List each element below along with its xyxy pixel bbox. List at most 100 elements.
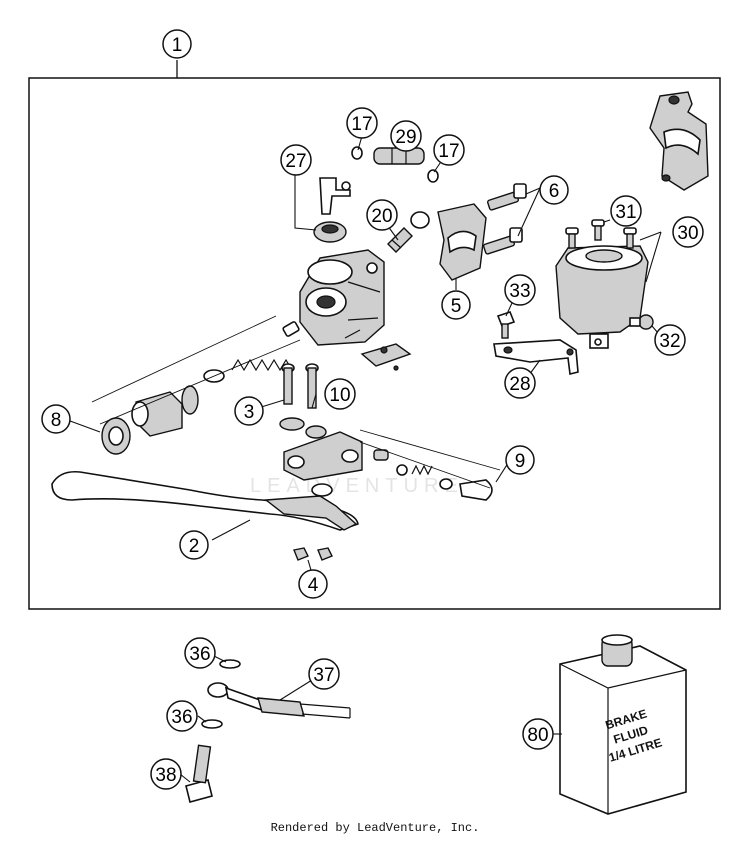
callout-c5: 5 — [441, 290, 471, 320]
reservoir-cap-screws — [565, 219, 637, 249]
callout-circle — [505, 445, 535, 475]
callout-number: 20 — [371, 206, 392, 227]
callout-number: 32 — [659, 331, 680, 352]
callout-circle — [162, 29, 192, 59]
callout-number: 8 — [51, 410, 62, 431]
callout-c28: 28 — [504, 367, 536, 399]
hose — [373, 147, 425, 165]
callout-circle — [504, 274, 536, 306]
hose-clamp-right — [427, 169, 439, 183]
piston-kit — [101, 369, 225, 455]
brake-lever — [51, 470, 359, 531]
hose-clamp-left — [351, 146, 363, 160]
clamp-bolt-upper — [487, 183, 527, 211]
sealing-washer-lower — [201, 719, 223, 729]
reservoir-bracket — [493, 339, 579, 375]
callout-circle — [346, 107, 378, 139]
grommet — [313, 221, 347, 243]
return-spring — [231, 321, 300, 372]
watermark: LEADVENTURE — [250, 475, 464, 497]
callout-c10: 10 — [324, 378, 356, 410]
callout-number: 4 — [308, 575, 319, 596]
callout-circle — [150, 758, 182, 790]
callout-c2: 2 — [179, 530, 209, 560]
callout-c36b: 36 — [166, 700, 198, 732]
sealing-washer-upper — [219, 659, 241, 669]
assembly-frame — [28, 77, 721, 610]
callout-circle — [324, 378, 356, 410]
callout-c4: 4 — [298, 569, 328, 599]
callout-c32: 32 — [654, 324, 686, 356]
callout-number: 36 — [171, 707, 192, 728]
master-cylinder-body — [299, 249, 385, 346]
footer-credit: Rendered by LeadVenture, Inc. — [270, 821, 480, 835]
callout-c17b: 17 — [433, 134, 465, 166]
brake-line-leader — [279, 679, 313, 701]
lever-adjust-bolt — [305, 363, 319, 409]
handlebar-clamp — [437, 203, 487, 281]
callout-circle — [522, 718, 554, 750]
callout-c20: 20 — [366, 199, 398, 231]
callout-c27: 27 — [280, 144, 312, 176]
callout-c3: 3 — [234, 396, 264, 426]
callout-circle — [504, 367, 536, 399]
fluid-reservoir — [555, 245, 649, 349]
callout-number: 6 — [549, 181, 560, 202]
callout-c30: 30 — [672, 216, 704, 248]
lever-nuts — [293, 547, 333, 561]
callout-number: 29 — [395, 127, 416, 148]
callout-layer: 1 2 3 4 5 6 8 9 10 17 17 20 27 28 29 30 31 32 33 36 36 37 38 80 — [41, 29, 704, 790]
callout-circle — [610, 195, 642, 227]
callout-number: 36 — [189, 644, 210, 665]
callout-c29: 29 — [390, 120, 422, 152]
retaining-plate — [360, 343, 412, 371]
callout-c1: 1 — [162, 29, 192, 59]
lever-mount — [279, 417, 363, 481]
washer-36a-leader — [213, 655, 227, 663]
callout-number: 17 — [351, 114, 372, 135]
callout-c36a: 36 — [184, 637, 216, 669]
callout-number: 31 — [615, 202, 636, 223]
callout-c31: 31 — [610, 195, 642, 227]
callout-circle — [433, 134, 465, 166]
callout-circle — [539, 175, 569, 205]
callout-number: 1 — [172, 35, 183, 56]
banjo-bolt — [185, 744, 213, 803]
callout-circle — [280, 144, 312, 176]
clamp-bolt-lower — [483, 227, 523, 255]
adjuster-parts — [373, 449, 493, 501]
callout-number: 37 — [313, 665, 334, 686]
callout-circle — [166, 700, 198, 732]
callout-number: 2 — [189, 536, 200, 557]
callout-circle — [654, 324, 686, 356]
reservoir-screw — [629, 314, 654, 330]
callout-circle — [179, 530, 209, 560]
callout-circle — [366, 199, 398, 231]
callout-c37: 37 — [308, 658, 340, 690]
callout-number: 30 — [677, 223, 698, 244]
callout-number: 5 — [451, 296, 462, 317]
hose-fitting — [319, 177, 351, 215]
callout-number: 28 — [509, 374, 530, 395]
bracket-bolt — [496, 311, 516, 339]
callout-circle — [298, 569, 328, 599]
callout-circle — [390, 120, 422, 152]
adjuster-guide-lines — [359, 429, 501, 489]
spare-clamp — [649, 91, 709, 191]
callout-number: 10 — [329, 385, 350, 406]
callout-number: 3 — [244, 402, 255, 423]
callout-number: 27 — [285, 151, 306, 172]
callout-c80: 80 — [522, 718, 554, 750]
callout-number: 33 — [509, 281, 530, 302]
callout-circle — [234, 396, 264, 426]
callout-c8: 8 — [41, 404, 71, 434]
callout-c38: 38 — [150, 758, 182, 790]
banjo-fitting — [387, 211, 430, 253]
callout-number: 38 — [155, 765, 176, 786]
piston-guide-lines — [91, 315, 301, 425]
callout-c33: 33 — [504, 274, 536, 306]
washer-36b-leader — [197, 715, 207, 723]
callout-c9: 9 — [505, 445, 535, 475]
callout-c17a: 17 — [346, 107, 378, 139]
